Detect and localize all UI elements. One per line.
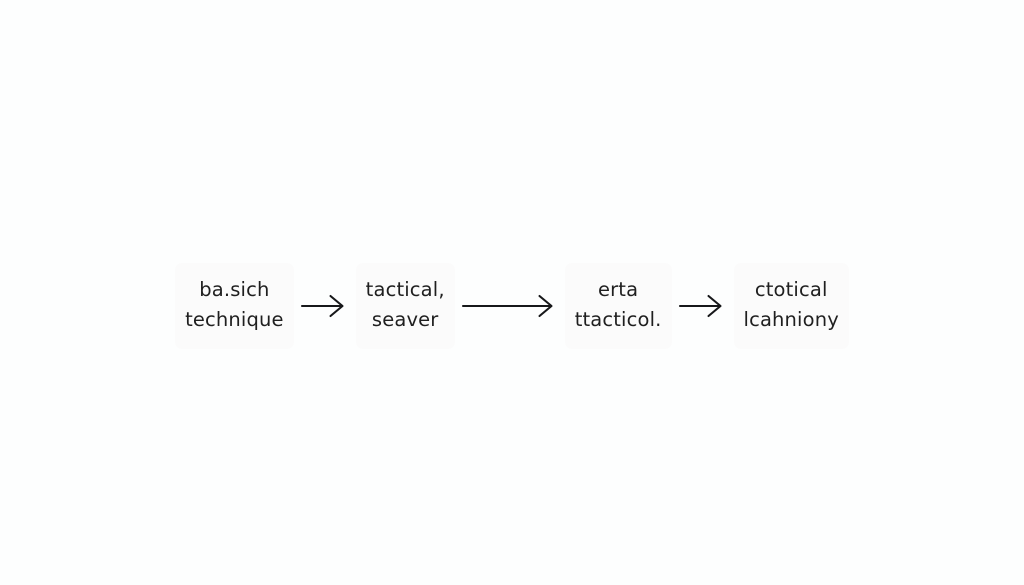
flow-stage-2-line-2: seaver	[371, 307, 439, 331]
flow-stage-3-line-2: ttacticol.	[574, 307, 662, 331]
flow-stage-4-line-1: ctotical	[754, 277, 828, 301]
flow-stage-4-line-2: lcahniony	[743, 307, 839, 331]
arrow-right-icon-2	[455, 286, 565, 326]
flow-stage-2-line-1: tactical,	[365, 277, 445, 301]
arrow-right-icon-3	[672, 286, 734, 326]
flow-stage-1[interactable]: ba.sich technique	[175, 262, 294, 349]
flow-stage-1-line-1: ba.sich	[199, 277, 270, 301]
flow-stage-2[interactable]: tactical, seaver	[355, 262, 455, 349]
flow-stage-3[interactable]: erta ttacticol.	[564, 262, 672, 349]
flow-stage-3-line-1: erta	[597, 277, 639, 301]
flow-stage-4[interactable]: ctotical lcahniony	[733, 262, 849, 349]
arrow-right-icon-1	[294, 286, 356, 326]
flow-stage-1-line-2: technique	[185, 307, 284, 331]
flow-row: ba.sich technique tactical, seaver erta …	[0, 248, 1024, 363]
